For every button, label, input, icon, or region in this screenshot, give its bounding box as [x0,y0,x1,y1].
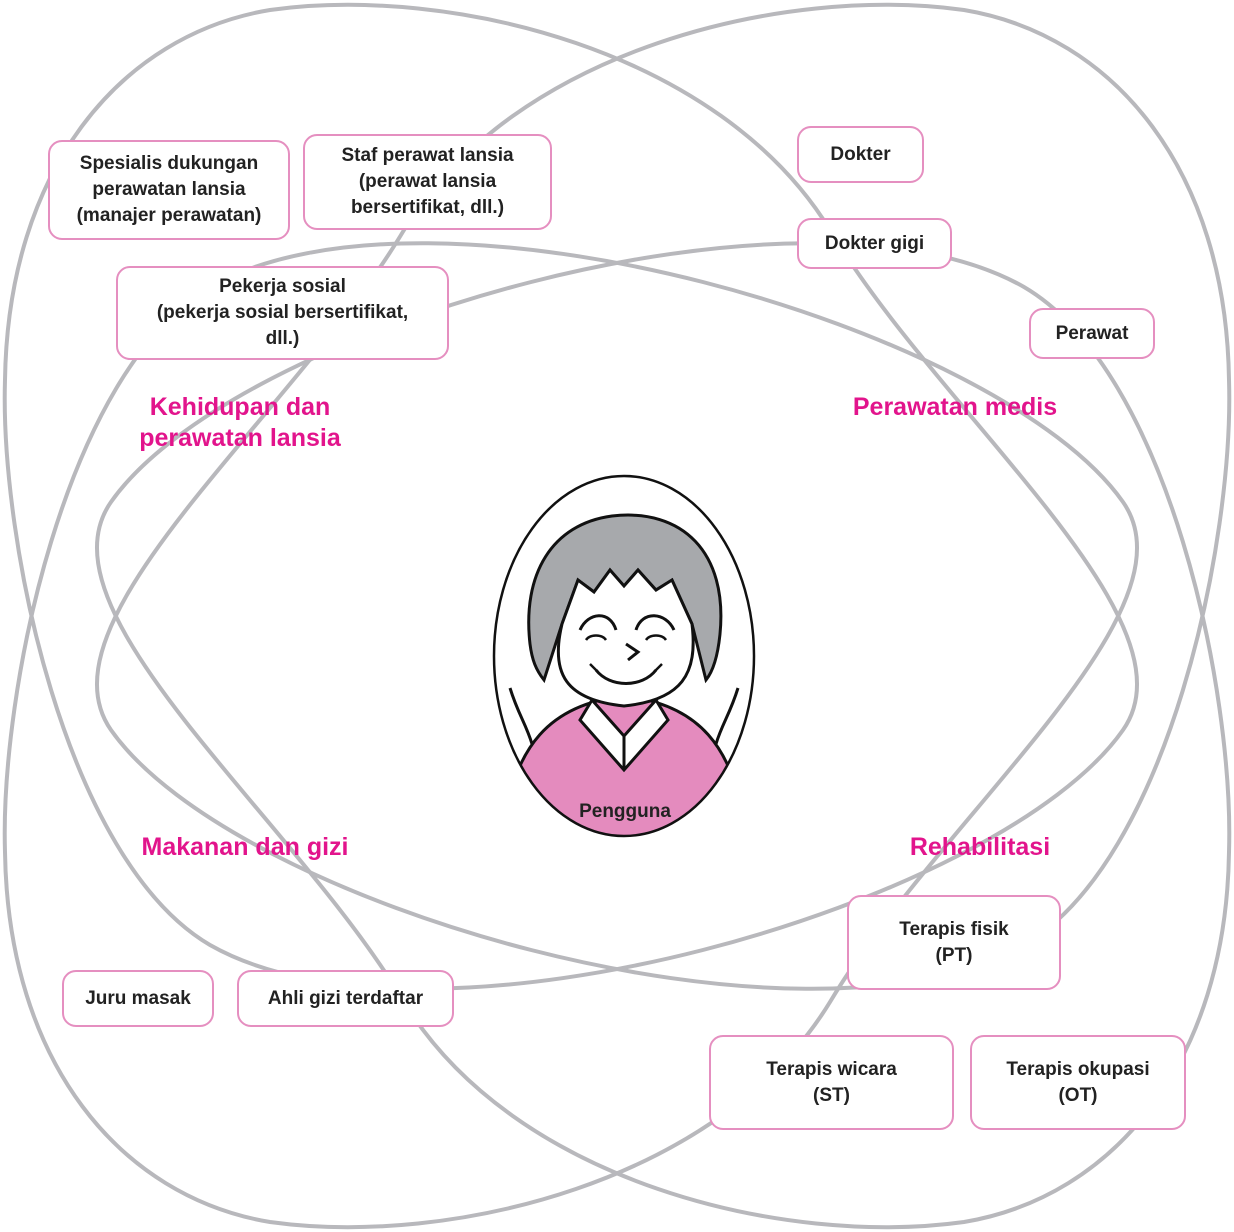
role-dentist: Dokter gigi [797,218,952,269]
role-speech-therapist: Terapis wicara (ST) [709,1035,954,1130]
category-food: Makanan dan gizi [141,833,349,861]
role-physical-therapist: Terapis fisik (PT) [847,895,1061,990]
role-care-manager: Spesialis dukungan perawatan lansia (man… [48,140,290,240]
role-occupational-therapist: Terapis okupasi (OT) [970,1035,1186,1130]
role-nurse: Perawat [1029,308,1155,359]
user-portrait [492,474,756,838]
elderly-woman-portrait-icon [492,474,756,838]
category-medical: Perawatan medis [852,393,1058,421]
role-social-worker: Pekerja sosial (pekerja sosial bersertif… [116,266,449,360]
role-cook: Juru masak [62,970,214,1027]
role-dietitian: Ahli gizi terdaftar [237,970,454,1027]
category-rehab: Rehabilitasi [909,833,1051,861]
category-life-care: Kehidupan dan perawatan lansia [139,393,341,452]
role-doctor: Dokter [797,126,924,183]
role-care-staff: Staf perawat lansia (perawat lansia bers… [303,134,552,230]
center-user-label: Pengguna [579,801,671,822]
